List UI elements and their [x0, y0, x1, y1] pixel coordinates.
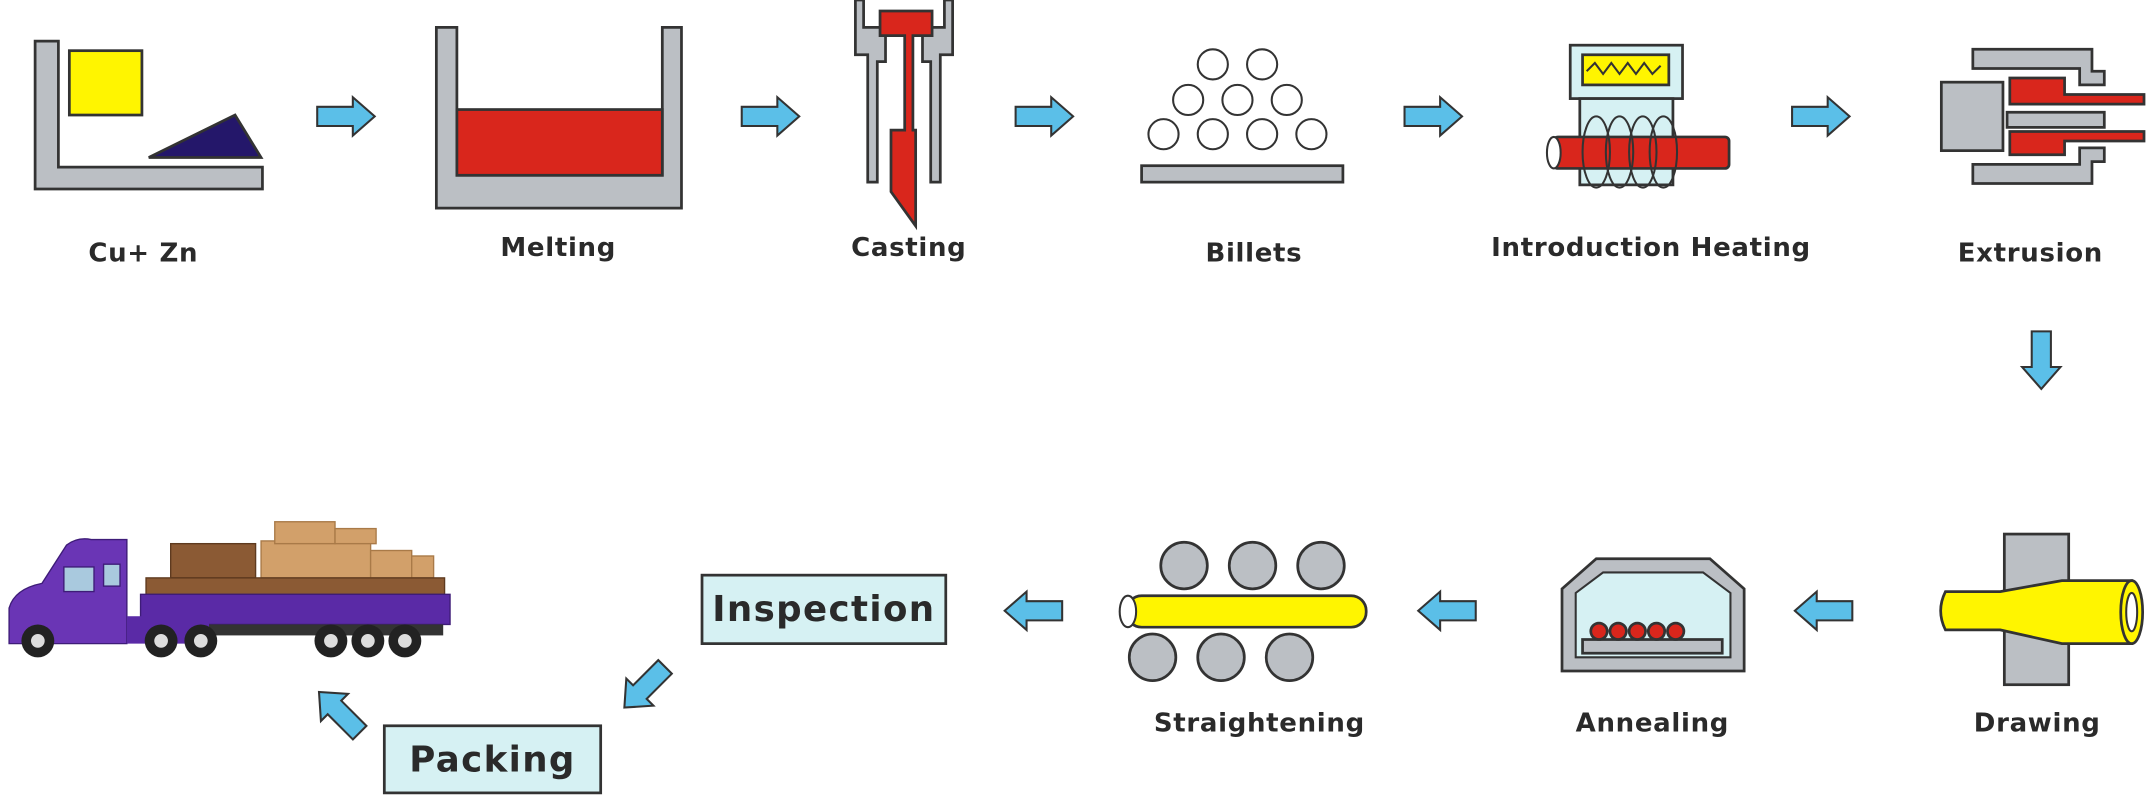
packing-box: [382, 724, 603, 795]
arrow-right-icon: [1014, 96, 1075, 137]
billets-icon: [1140, 48, 1345, 184]
arrow-left-icon: [1793, 590, 1854, 631]
step-label-packing: Packing: [409, 739, 576, 780]
step-label-melting: Melting: [500, 233, 616, 263]
arrow-down-left-icon: [609, 652, 680, 723]
step-label-heating: Introduction Heating: [1491, 233, 1811, 263]
casting-mold-icon: [854, 0, 954, 231]
arrow-right-icon: [1791, 96, 1851, 137]
step-label-casting: Casting: [851, 233, 966, 263]
raw-materials-icon: [33, 39, 264, 191]
arrow-right-icon: [740, 96, 801, 137]
annealing-furnace-icon: [1560, 557, 1746, 673]
arrow-left-icon: [1417, 590, 1477, 631]
delivery-truck-icon: [8, 521, 451, 658]
step-label-drawing: Drawing: [1974, 708, 2101, 738]
step-label-inspection: Inspection: [712, 589, 935, 630]
drawing-die-icon: [1939, 532, 2145, 687]
arrow-down-icon: [2021, 330, 2062, 390]
arrow-left-icon: [1003, 590, 1064, 631]
melting-furnace-icon: [434, 26, 683, 210]
step-label-annealing: Annealing: [1576, 708, 1729, 738]
step-label-extrusion: Extrusion: [1958, 239, 2103, 269]
step-label-raw: Cu+ Zn: [88, 239, 198, 269]
extrusion-press-icon: [1939, 47, 2146, 185]
arrow-up-left-icon: [304, 677, 375, 748]
inspection-box: [700, 573, 948, 645]
cargo-boxes: [145, 521, 446, 596]
arrow-right-icon: [316, 96, 376, 137]
arrow-right-icon: [1403, 96, 1464, 137]
step-label-straightening: Straightening: [1154, 708, 1365, 738]
step-label-billets: Billets: [1205, 239, 1302, 269]
induction-heater-icon: [1545, 43, 1731, 189]
straightening-rollers-icon: [1118, 540, 1368, 682]
